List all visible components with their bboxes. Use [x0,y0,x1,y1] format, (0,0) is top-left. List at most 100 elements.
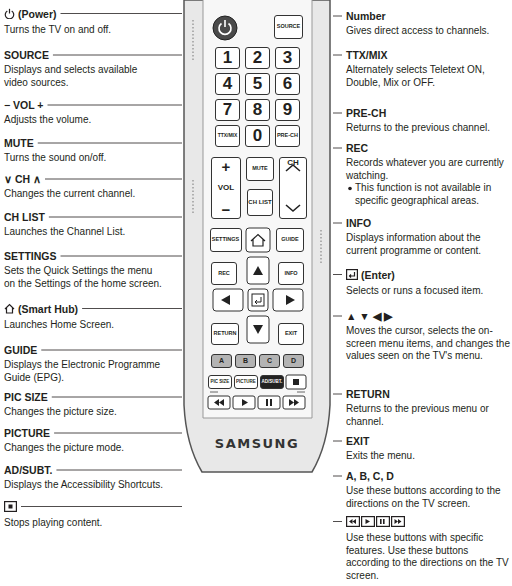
button-name: ∨ CH ∧ [4,172,41,186]
callout-heading-row [346,515,406,529]
button-label: TTX/MIX [218,133,238,138]
bullet [346,182,355,195]
leader-line [52,397,182,398]
button-description: Use these buttons with specific features… [346,532,510,582]
side-dots [193,20,194,60]
callout-heading-row: TTX/MIX [346,48,387,62]
leader-line [333,55,342,56]
leader-line [333,113,342,114]
button-description: Returns to the previous menu or channel. [346,403,510,428]
remote-button: EXIT [278,323,304,345]
power-button [213,16,237,40]
button-description: Turns the TV on and off. [4,24,164,37]
remote-button: GUIDE [276,228,304,252]
callout-heading-row: PICTURE [4,426,50,440]
remote-button: C [259,354,280,368]
button-label: PRE-CH [277,133,298,139]
remote-button: +VOL− [211,157,241,219]
callout: AD/SUBT.Displays the Accessibility Short… [4,460,164,492]
button-name: − VOL + [4,98,44,112]
button-description: Sets the Quick Settings the menu on the … [4,265,164,290]
callout-heading-row: SOURCE [4,48,49,62]
button-description: Changes the current channel. [4,188,164,201]
home-icon [4,303,15,314]
callout: EXIT Exits the menu. [346,431,510,463]
button-description: Changes the picture size. [4,406,164,419]
leader-line [333,223,342,224]
power-icon [4,8,15,19]
leader-line [21,506,182,507]
button-label: AD/SUBT. [262,380,283,385]
side-dots [193,180,194,215]
leader-line [333,274,342,275]
button-label: 0 [253,127,262,145]
enter-icon [252,294,264,306]
callout: RETURN Returns to the previous menu or ch… [346,384,510,428]
button-name: SOURCE [4,48,49,62]
stop-icon [4,501,17,512]
remote-button: B [235,354,256,368]
button-name: TTX/MIX [346,48,387,62]
callout-heading-row [4,500,17,514]
button-label: CH [287,159,299,167]
leader-line [333,148,342,149]
callout-heading-row: GUIDE [4,343,37,357]
button-name: Number [346,9,386,23]
callout-heading-row: (Enter) [346,268,395,282]
button-description: Stops playing content. [4,517,164,530]
button-name: REC [346,141,368,155]
button-description: Returns to the previous channel. [346,122,510,135]
remote-button: CH [279,157,307,219]
button-label: REC [218,271,230,277]
remote-button: MUTE [246,157,274,181]
remote-button: D [283,354,304,368]
stop-button [286,375,306,389]
button-name: PRE-CH [346,106,386,120]
button-description: Exits the menu. [346,450,510,463]
button-name: INFO [346,216,371,230]
callout: − VOL + Adjusts the volume. [4,95,164,127]
note-item: This function is not available in specif… [346,182,510,207]
button-description: Adjusts the volume. [4,114,164,127]
button-label: SOURCE [277,24,301,30]
leader-line [333,521,342,522]
button-description: Displays the Accessibility Shortcuts. [4,479,164,492]
ch-chevrons [286,165,300,211]
media-icon [346,516,406,527]
remote-button: 0 [245,125,270,147]
leader-line [333,16,342,17]
callout-heading-row: SETTINGS [4,249,57,263]
button-name: CH LIST [4,210,45,224]
button-label: EXIT [285,331,297,337]
callout-heading-row: (Smart Hub) [4,302,78,316]
leader-line [61,13,182,14]
button-name: (Enter) [361,268,395,282]
callout: NumberGives direct access to channels. [346,6,510,38]
callout-heading-row: RETURN [346,387,390,401]
callout-heading-row: EXIT [346,434,369,448]
button-name: PICTURE [4,426,50,440]
remote-button: PRE-CH [275,125,300,147]
button-description: Displays information about the current p… [346,232,510,257]
button-description: Alternately selects Teletext ON, Double,… [346,64,510,89]
callout: TTX/MIX Alternately selects Teletext ON, … [346,45,510,89]
button-label: GUIDE [281,237,298,243]
leader-line [49,217,182,218]
callout: PICTUREChanges the picture mode. [4,423,164,455]
button-label: INFO [284,271,297,277]
remote-button: 8 [245,99,270,121]
button-label: 5 [253,75,262,93]
callout-heading-row: A, B, C, D [346,469,394,483]
button-name: GUIDE [4,343,37,357]
button-name: EXIT [346,434,369,448]
button-description: Moves the cursor, selects the on-screen … [346,325,510,363]
media-buttons [208,392,305,409]
remote-button: SOURCE [274,15,303,39]
button-name: (Smart Hub) [18,302,78,316]
enter-icon [346,269,358,280]
remote-button: INFO [278,262,304,285]
button-description: Turns the sound on/off. [4,152,164,165]
remote-button: 3 [275,47,300,69]
remote-button: SETTINGS [210,228,242,252]
side-dots [321,230,322,265]
